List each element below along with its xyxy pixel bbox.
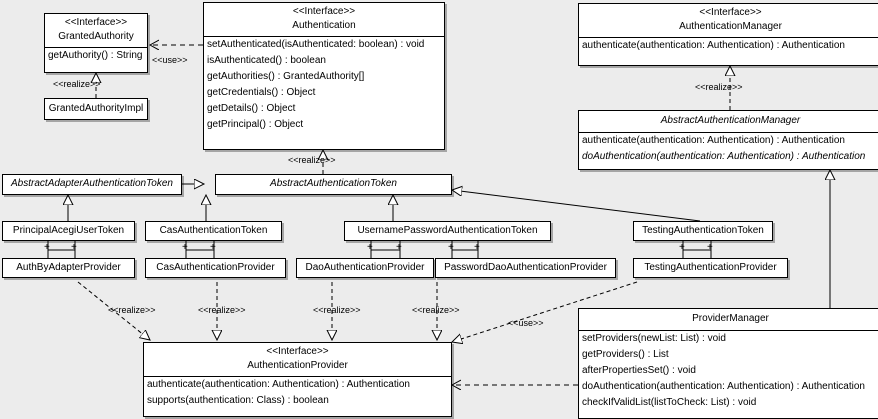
edge-label-realize: <<realize>>: [108, 305, 156, 315]
class-header: AbstractAuthenticationManager: [579, 111, 878, 132]
operation: getDetails() : Object: [207, 103, 296, 114]
operation: authenticate(authentication: Authenticat…: [582, 134, 845, 146]
operation: doAuthentication(authentication: Authent…: [582, 380, 865, 392]
operation: authenticate(authentication: Authenticat…: [582, 40, 845, 51]
class-box-abstract-adapter-authentication-token[interactable]: AbstractAdapterAuthenticationToken: [2, 174, 182, 195]
class-header: <<Interface>> AuthenticationProvider: [144, 343, 451, 376]
edge-label-realize: <<use>>: [508, 318, 544, 328]
association-plus-marker: +: [474, 242, 480, 253]
edge-label-realize: <<realize>>: [313, 305, 361, 315]
association-plus-marker: +: [71, 242, 77, 253]
class-stereotype: <<Interface>>: [64, 17, 128, 28]
operation: getCredentials() : Object: [207, 87, 316, 98]
edge-label-realize: <<realize>>: [695, 82, 743, 92]
association-plus-marker: +: [679, 242, 685, 253]
association-plus-marker: +: [210, 242, 216, 253]
edge-label-realize: <<realize>>: [412, 305, 460, 315]
class-operations: authenticate(authentication: Authenticat…: [579, 131, 878, 165]
class-header: <<Interface>> Authentication: [204, 3, 444, 36]
operation: setAuthenticated(isAuthenticated: boolea…: [207, 39, 425, 50]
class-name: UsernamePasswordAuthenticationToken: [357, 224, 538, 236]
edge-label-realize: <<realize>>: [198, 305, 246, 315]
operation: afterPropertiesSet() : void: [582, 364, 696, 376]
association-plus-marker: +: [396, 242, 402, 253]
class-operations: getAuthority() : String: [45, 47, 147, 64]
class-operations: authenticate(authentication: Authenticat…: [579, 37, 878, 54]
class-box-authentication-manager[interactable]: <<Interface>> AuthenticationManager auth…: [578, 3, 878, 66]
class-box-testing-authentication-provider[interactable]: TestingAuthenticationProvider: [633, 258, 788, 278]
association-plus-marker: +: [367, 242, 373, 253]
operation: supports(authentication: Class) : boolea…: [147, 395, 329, 406]
association-plus-marker: +: [182, 242, 188, 253]
operation: getPrincipal() : Object: [207, 119, 304, 130]
class-box-abstract-authentication-token[interactable]: AbstractAuthenticationToken: [215, 174, 452, 195]
edge-testing-authentication-token-extends-abstract-authentication-token: [452, 190, 701, 222]
class-box-dao-authentication-provider[interactable]: DaoAuthenticationProvider: [296, 258, 434, 278]
class-name: DaoAuthenticationProvider: [305, 261, 425, 273]
class-stereotype: <<Interface>>: [292, 6, 356, 17]
association-plus-marker: +: [44, 242, 50, 253]
class-header: ProviderManager: [579, 309, 878, 330]
operation: checkIfValidList(listToCheck: List) : vo…: [582, 396, 757, 408]
operation: getProviders() : List: [582, 348, 669, 360]
class-stereotype: <<Interface>>: [266, 346, 329, 357]
class-name: CasAuthenticationProvider: [156, 261, 275, 273]
class-operations: authenticate(authentication: Authenticat…: [144, 376, 451, 409]
class-header: <<Interface>> AuthenticationManager: [579, 4, 878, 37]
class-name: TestingAuthenticationProvider: [644, 261, 777, 273]
class-box-authentication-provider[interactable]: <<Interface>> AuthenticationProvider aut…: [143, 342, 452, 417]
class-box-cas-authentication-token[interactable]: CasAuthenticationToken: [145, 221, 282, 241]
class-operations: setProviders(newList: List) : void getPr…: [579, 329, 878, 411]
class-box-testing-authentication-token[interactable]: TestingAuthenticationToken: [633, 221, 773, 241]
class-name: AuthByAdapterProvider: [16, 261, 121, 273]
class-name: AbstractAuthenticationManager: [660, 115, 801, 126]
edge-label-realize: <<realize>>: [53, 79, 101, 89]
class-name: TestingAuthenticationToken: [642, 224, 764, 236]
class-name: AbstractAuthenticationToken: [270, 178, 397, 190]
class-box-auth-by-adapter-provider[interactable]: AuthByAdapterProvider: [2, 258, 135, 278]
class-box-provider-manager[interactable]: ProviderManager setProviders(newList: Li…: [578, 308, 878, 419]
class-name: PrincipalAcegiUserToken: [12, 224, 125, 236]
class-box-username-password-authentication-token[interactable]: UsernamePasswordAuthenticationToken: [344, 221, 551, 241]
class-box-granted-authority[interactable]: <<Interface>> GrantedAuthority getAuthor…: [44, 13, 148, 73]
class-name: ProviderManager: [692, 313, 769, 324]
class-header: <<Interface>> GrantedAuthority: [45, 14, 147, 47]
class-box-password-dao-authentication-provider[interactable]: PasswordDaoAuthenticationProvider: [435, 258, 616, 278]
class-name: AbstractAdapterAuthenticationToken: [11, 178, 173, 190]
operation: authenticate(authentication: Authenticat…: [147, 379, 410, 390]
class-name: CasAuthenticationToken: [159, 224, 268, 236]
class-name: GrantedAuthorityImpl: [48, 102, 144, 114]
operation: isAuthenticated() : boolean: [207, 55, 326, 66]
class-box-granted-authority-impl[interactable]: GrantedAuthorityImpl: [44, 98, 148, 120]
class-name: GrantedAuthority: [58, 30, 134, 42]
class-name: Authentication: [292, 19, 356, 31]
class-name: AuthenticationManager: [679, 20, 782, 32]
edge-label-realize: <<realize>>: [288, 155, 336, 165]
class-box-authentication[interactable]: <<Interface>> Authentication setAuthenti…: [203, 2, 445, 150]
operation: setProviders(newList: List) : void: [582, 332, 726, 344]
class-box-abstract-authentication-manager[interactable]: AbstractAuthenticationManager authentica…: [578, 110, 878, 170]
edge-label-use: <<use>>: [152, 55, 188, 65]
class-stereotype: <<Interface>>: [699, 7, 762, 18]
class-name: AuthenticationProvider: [247, 359, 348, 371]
association-plus-marker: +: [448, 242, 454, 253]
operation: getAuthority() : String: [48, 50, 143, 61]
association-plus-marker: +: [707, 242, 713, 253]
class-box-cas-authentication-provider[interactable]: CasAuthenticationProvider: [145, 258, 286, 278]
class-name: PasswordDaoAuthenticationProvider: [444, 261, 607, 273]
class-box-principal-acegi-user-token[interactable]: PrincipalAcegiUserToken: [2, 221, 135, 241]
operation: getAuthorities() : GrantedAuthority[]: [207, 71, 365, 82]
class-operations: setAuthenticated(isAuthenticated: boolea…: [204, 36, 444, 133]
operation: doAuthentication(authentication: Authent…: [582, 150, 866, 162]
